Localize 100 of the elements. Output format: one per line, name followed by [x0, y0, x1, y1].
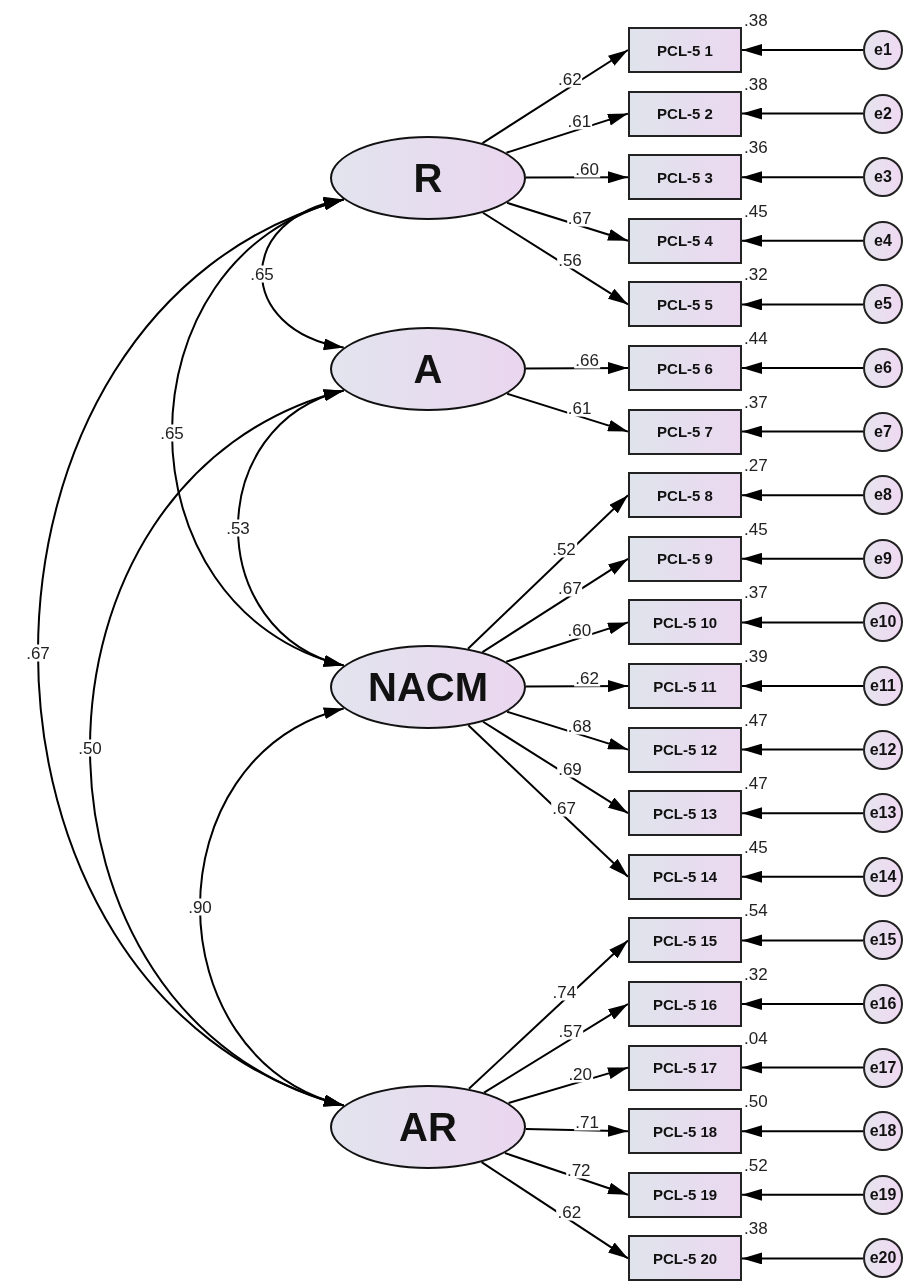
- arrow: [741, 298, 864, 311]
- indicator-name: PCL-5 3: [657, 168, 713, 186]
- edge-label: .61: [566, 112, 593, 130]
- edge-label: .57: [557, 1022, 584, 1040]
- squared-correlation-value: .47: [744, 774, 768, 795]
- arrow: [741, 489, 864, 502]
- error-circle: [863, 602, 903, 643]
- error-name: e8: [874, 486, 892, 505]
- squared-correlation-value: .45: [744, 201, 768, 222]
- squared-correlation-value: .37: [744, 583, 768, 604]
- squared-correlation-value: .32: [744, 965, 768, 985]
- error-circle: [863, 284, 903, 325]
- indicator-name: PCL-5 14: [652, 868, 718, 886]
- error-circle: [863, 475, 903, 516]
- edge-label: .65: [159, 424, 185, 441]
- edge-label: .71: [574, 1113, 600, 1131]
- arrow: [506, 392, 629, 433]
- squared-correlation-value: .38: [744, 1219, 768, 1240]
- indicator-name: PCL-5 13: [652, 804, 718, 822]
- edge-label: .67: [25, 644, 51, 661]
- error-name: e20: [869, 1249, 897, 1268]
- factor-name: AR: [399, 1104, 457, 1150]
- arrow: [480, 1161, 629, 1260]
- error-name: e16: [869, 995, 897, 1013]
- error-circle: [863, 920, 903, 961]
- arrow: [503, 1152, 629, 1196]
- error-circle: [863, 793, 903, 834]
- indicator-name: PCL-5 6: [657, 359, 713, 377]
- arrow: [741, 807, 864, 820]
- error-name: e11: [870, 677, 896, 695]
- error-circle: [863, 93, 903, 134]
- squared-correlation-value: .44: [744, 329, 768, 349]
- arrow: [505, 621, 629, 663]
- error-circle: [863, 220, 903, 261]
- arrow: [741, 1061, 864, 1074]
- arrow: [741, 44, 864, 56]
- arrow: [481, 49, 629, 145]
- squared-correlation-value: .54: [744, 901, 768, 922]
- arrow: [481, 557, 629, 654]
- error-name: e9: [874, 549, 892, 568]
- squared-correlation-value: .45: [744, 519, 768, 540]
- indicator-name: PCL-5 7: [657, 423, 713, 441]
- error-name: e7: [874, 422, 892, 441]
- factor-name: A: [413, 346, 443, 392]
- squared-correlation-value: .04: [744, 1028, 768, 1049]
- error-circle: [863, 856, 903, 897]
- error-circle: [863, 30, 903, 70]
- edge-label: .68: [566, 717, 593, 735]
- arrow: [483, 1003, 629, 1094]
- error-name: e5: [874, 295, 892, 314]
- error-name: e14: [869, 867, 897, 886]
- edge-label: .50: [77, 739, 103, 757]
- indicator-name: PCL-5 19: [652, 1186, 718, 1204]
- covariance-arrow: [237, 389, 345, 667]
- edge-label: .62: [557, 70, 583, 88]
- indicator-name: PCL-5 8: [657, 486, 713, 504]
- edge-label: .52: [551, 540, 577, 558]
- error-name: e10: [869, 613, 897, 632]
- error-name: e17: [869, 1058, 897, 1077]
- edge-label: .60: [566, 621, 593, 639]
- squared-correlation-value: .50: [744, 1092, 768, 1113]
- indicator-name: PCL-5 20: [652, 1249, 718, 1267]
- indicator-name: PCL-5 15: [652, 931, 718, 949]
- edge-label: .74: [551, 983, 578, 1001]
- arrow: [741, 680, 864, 692]
- arrow: [741, 616, 864, 629]
- indicator-name: PCL-5 5: [657, 295, 713, 313]
- error-circle: [863, 1047, 903, 1088]
- edge-label: .67: [551, 799, 577, 817]
- error-name: e13: [869, 804, 897, 823]
- arrow: [741, 934, 864, 947]
- error-circle: [863, 348, 903, 388]
- indicator-name: PCL-5 10: [652, 613, 718, 631]
- indicator-name: PCL-5 9: [657, 550, 713, 568]
- squared-correlation-value: .37: [744, 392, 768, 413]
- squared-correlation-value: .32: [744, 265, 768, 286]
- indicator-name: PCL-5 1: [657, 41, 713, 59]
- indicator-name: PCL-5 12: [652, 741, 718, 759]
- squared-correlation-value: .36: [744, 138, 768, 159]
- indicator-name: PCL-5 11: [653, 677, 717, 695]
- error-circle: [863, 1111, 903, 1152]
- arrow: [741, 552, 864, 565]
- arrow: [741, 998, 864, 1010]
- edge-label: .61: [566, 399, 593, 417]
- arrow: [741, 107, 864, 120]
- error-circle: [863, 538, 903, 579]
- arrow: [506, 710, 629, 751]
- indicator-name: PCL-5 16: [652, 995, 718, 1013]
- squared-correlation-value: .38: [744, 74, 768, 95]
- arrow: [741, 1252, 864, 1265]
- indicator-name: PCL-5 4: [657, 232, 713, 250]
- indicator-name: PCL-5 18: [652, 1122, 718, 1140]
- error-name: e3: [874, 168, 892, 187]
- edge-label: .67: [566, 209, 593, 227]
- squared-correlation-value: .52: [744, 1155, 768, 1176]
- edge-label: .90: [187, 898, 213, 916]
- covariance-arrow: [261, 198, 345, 349]
- squared-correlation-value: .38: [744, 11, 768, 31]
- error-circle: [863, 411, 903, 452]
- edge-label: .72: [565, 1161, 592, 1179]
